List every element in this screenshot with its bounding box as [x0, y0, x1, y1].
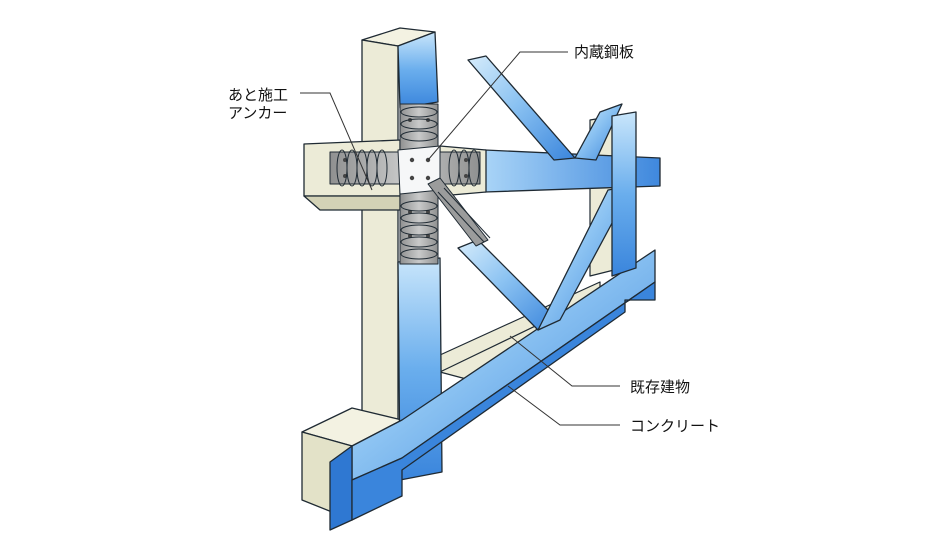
right-column: [611, 111, 637, 277]
label-concrete: コンクリート: [630, 417, 721, 435]
steel-diagonal-stud: [427, 177, 489, 247]
label-existing-building: 既存建物: [630, 378, 691, 396]
bottom-beam-front: [351, 281, 656, 521]
leader-anchor: [300, 92, 373, 191]
label-anchor-line1: あと施工: [228, 86, 289, 104]
new-concrete-frame: [329, 31, 661, 531]
leader-steel-plate: [427, 51, 568, 161]
upper-left-brace: [467, 55, 576, 161]
leader-existing-building: [509, 335, 620, 387]
lower-left-brace: [457, 239, 559, 331]
leader-lines: [300, 51, 620, 426]
upper-right-brace: [574, 103, 623, 161]
anchor-coils: [336, 106, 491, 260]
label-anchor-line2: アンカー: [228, 104, 288, 122]
label-post-installed-anchor: あと施工 アンカー: [228, 86, 288, 122]
upper-column: [397, 31, 439, 109]
existing-column: [301, 27, 436, 521]
leader-concrete: [507, 385, 620, 426]
label-embedded-steel-plate: 内蔵鋼板: [574, 43, 635, 61]
column-front-face: [361, 39, 399, 429]
